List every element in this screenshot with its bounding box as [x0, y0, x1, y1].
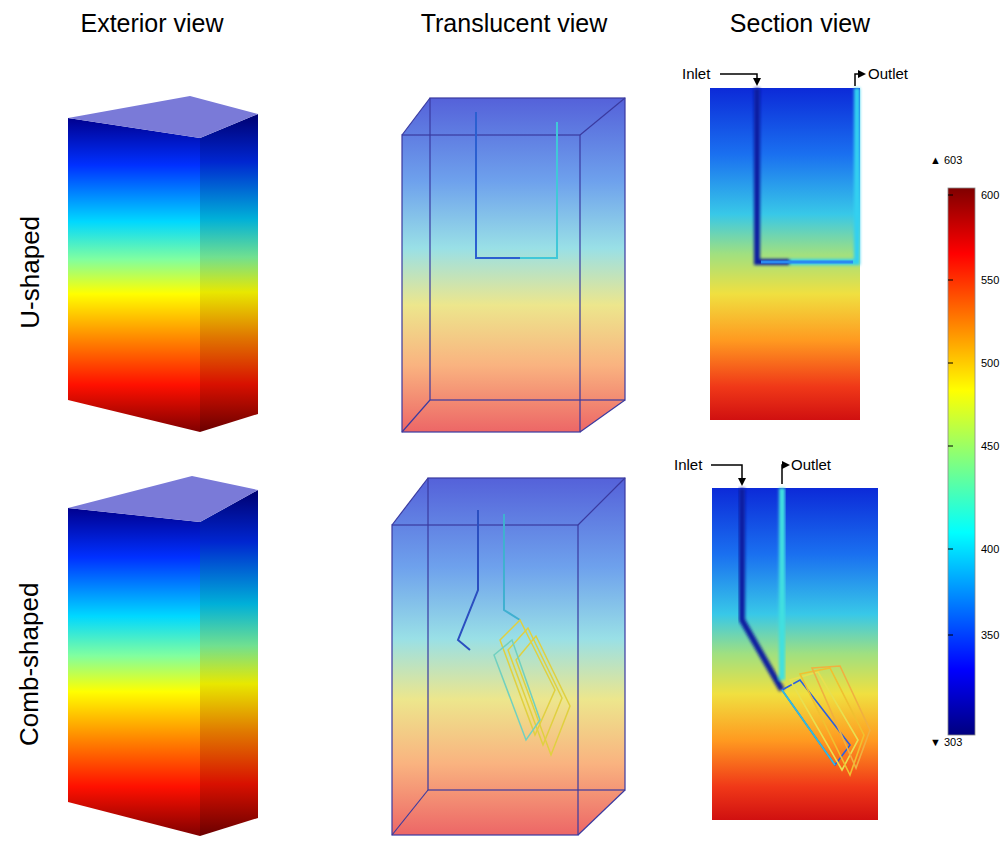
flow-label: Outlet [791, 457, 831, 474]
flow-label: Inlet [674, 457, 702, 474]
row-heading: U-shaped [16, 216, 45, 329]
flow-arrow [711, 74, 864, 484]
colorbar-max: ▲ 603 [930, 154, 962, 166]
colorbar [948, 188, 975, 735]
tick-label: 400 [981, 543, 999, 555]
translucent-block [402, 98, 625, 432]
tick-label: 550 [981, 274, 999, 286]
tick-label: 350 [981, 629, 999, 641]
column-heading: Translucent view [421, 10, 608, 38]
exterior-block [68, 476, 258, 836]
flow-label: Inlet [682, 66, 710, 83]
translucent-block [392, 478, 625, 835]
tick-label: 600 [981, 189, 999, 201]
tick-label: 500 [981, 357, 999, 369]
row-heading: Comb-shaped [16, 582, 45, 745]
tick-label: 450 [981, 440, 999, 452]
exterior-block [68, 96, 258, 432]
column-heading: Section view [730, 10, 870, 38]
column-heading: Exterior view [80, 10, 223, 38]
colorbar-min: ▼ 303 [930, 736, 962, 748]
section-view [712, 488, 878, 820]
flow-label: Outlet [868, 66, 908, 83]
section-view [710, 88, 860, 420]
